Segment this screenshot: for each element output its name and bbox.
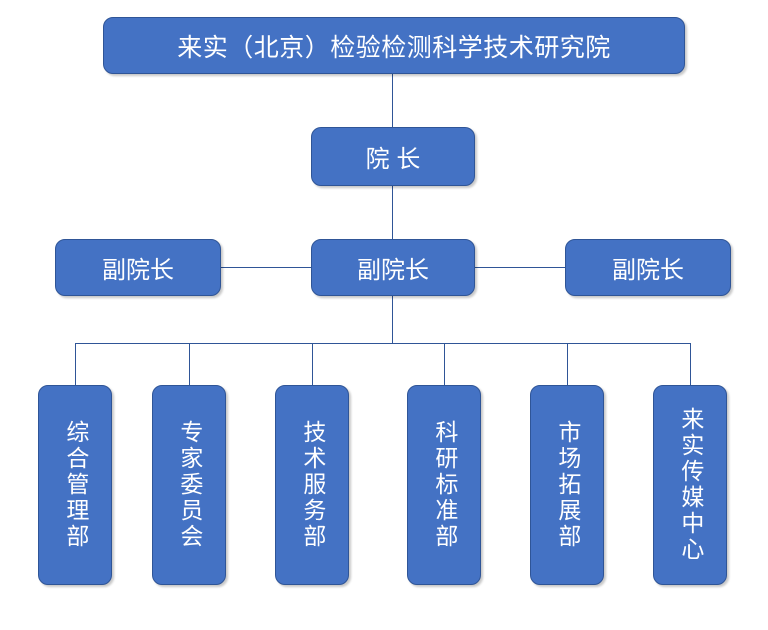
node-vice-dean-middle[interactable]: 副院长	[311, 239, 475, 296]
node-department-market-development[interactable]: 市场拓展部	[530, 385, 604, 585]
node-department-research-standards-label: 科研标准部	[431, 420, 458, 550]
connector-bus-to-dept-5	[567, 343, 568, 385]
node-institute-root[interactable]: 来实（北京）检验检测科学技术研究院	[103, 17, 685, 74]
node-department-technical-service[interactable]: 技术服务部	[275, 385, 349, 585]
connector-bus-to-dept-4	[444, 343, 445, 385]
node-department-expert-committee-label: 专家委员会	[176, 420, 203, 550]
connector-vice-mid-to-bus	[392, 296, 393, 344]
node-department-technical-service-label: 技术服务部	[299, 420, 326, 550]
connector-department-bus	[75, 343, 690, 344]
connector-vice-mid-to-vice-right	[475, 267, 565, 268]
node-vice-dean-left-label: 副院长	[102, 257, 174, 284]
node-dean-label: 院 长	[365, 146, 421, 173]
node-department-laishi-media-center-label: 来实传媒中心	[677, 407, 704, 563]
connector-bus-to-dept-6	[690, 343, 691, 385]
node-department-general-management-label: 综合管理部	[62, 420, 89, 550]
node-department-market-development-label: 市场拓展部	[554, 420, 581, 550]
node-dean[interactable]: 院 长	[311, 127, 475, 186]
node-department-general-management[interactable]: 综合管理部	[38, 385, 112, 585]
connector-bus-to-dept-1	[75, 343, 76, 385]
node-vice-dean-right[interactable]: 副院长	[565, 239, 731, 296]
node-department-laishi-media-center[interactable]: 来实传媒中心	[653, 385, 727, 585]
connector-bus-to-dept-2	[189, 343, 190, 385]
connector-vice-mid-to-vice-left	[220, 267, 311, 268]
node-vice-dean-left[interactable]: 副院长	[55, 239, 221, 296]
connector-dean-to-vice-mid	[392, 186, 393, 239]
connector-bus-to-dept-3	[312, 343, 313, 385]
node-vice-dean-middle-label: 副院长	[357, 257, 429, 284]
node-institute-root-label: 来实（北京）检验检测科学技术研究院	[177, 33, 611, 62]
connector-root-to-dean	[392, 74, 393, 127]
node-department-expert-committee[interactable]: 专家委员会	[152, 385, 226, 585]
node-department-research-standards[interactable]: 科研标准部	[407, 385, 481, 585]
node-vice-dean-right-label: 副院长	[612, 257, 684, 284]
